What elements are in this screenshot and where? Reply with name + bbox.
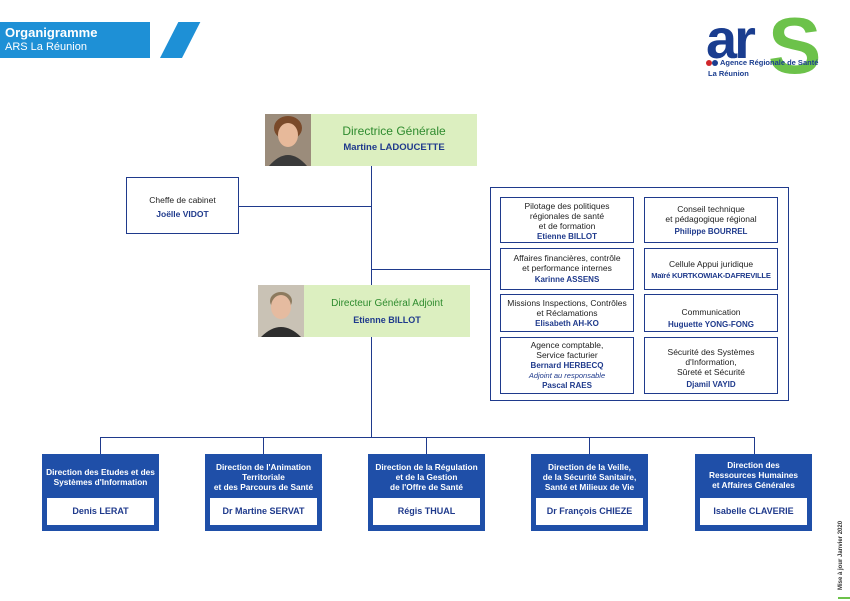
connector-direction-3 xyxy=(426,437,427,454)
cabinet-title: Cheffe de cabinet xyxy=(149,195,216,205)
service-affaires-financieres-name: Karinne ASSENS xyxy=(534,275,600,284)
service-inspections: Missions Inspections, Contrôles et Récla… xyxy=(500,294,634,332)
header-banner xyxy=(0,22,150,58)
direction-ressources-humaines-line3: et Affaires Générales xyxy=(712,480,795,490)
update-note: Mise à jour Janvier 2020 xyxy=(838,520,844,590)
connector-direction-4 xyxy=(589,437,590,454)
direction-ressources-humaines-line2: Ressources Humaines xyxy=(708,470,798,480)
director-general-photo xyxy=(265,114,311,166)
director-general-title: Directrice Générale xyxy=(342,124,446,138)
cabinet-box: Cheffe de cabinet Joëlle VIDOT xyxy=(126,177,239,234)
logo-dot-red xyxy=(706,60,712,66)
deputy-box: Directeur Général Adjoint Etienne BILLOT xyxy=(304,285,470,337)
service-securite-si-name: Djamil VAYID xyxy=(686,380,736,389)
direction-etudes-si-line2: Systèmes d'Information xyxy=(53,477,148,487)
logo-text-line2: La Réunion xyxy=(708,69,749,78)
service-communication-line1: Communication xyxy=(681,307,741,317)
service-inspections-line1: Missions Inspections, Contrôles xyxy=(507,298,627,308)
direction-animation-territoriale-line3: et des Parcours de Santé xyxy=(213,482,314,492)
direction-animation-territoriale-line2: Territoriale xyxy=(242,472,285,482)
logo-wordmark-s: S xyxy=(768,1,822,90)
direction-regulation-offre-name: Régis THUAL xyxy=(373,498,480,525)
service-appui-juridique-line1: Cellule Appui juridique xyxy=(668,259,754,269)
director-general-box: Directrice Générale Martine LADOUCETTE xyxy=(311,114,477,166)
director-general-name: Martine LADOUCETTE xyxy=(343,142,445,153)
cabinet-name: Joëlle VIDOT xyxy=(156,209,209,219)
connector-direction-1 xyxy=(100,437,101,454)
ars-logo: ar S Agence Régionale de Santé La Réunio… xyxy=(700,0,840,90)
service-pilotage-line1: Pilotage des politiques xyxy=(524,201,610,211)
service-securite-si: Sécurité des Systèmes d'Information, Sûr… xyxy=(644,337,778,394)
service-agence-comptable-line2: Service facturier xyxy=(536,350,598,360)
connector-dg-vertical xyxy=(371,166,372,287)
direction-regulation-offre-line2: et de la Gestion xyxy=(395,472,458,482)
direction-ressources-humaines: Direction des Ressources Humaines et Aff… xyxy=(695,454,812,531)
service-conseil-technique-line1: Conseil technique xyxy=(677,204,745,214)
header-banner-stripe xyxy=(160,22,201,58)
direction-regulation-offre-line3: de l'Offre de Santé xyxy=(390,482,463,492)
direction-veille-securite-line2: de la Sécurité Sanitaire, xyxy=(542,472,637,482)
service-pilotage: Pilotage des politiques régionales de sa… xyxy=(500,197,634,243)
direction-ressources-humaines-line1: Direction des xyxy=(727,460,780,470)
logo-wordmark-ar: ar xyxy=(706,7,756,70)
direction-veille-securite-name: Dr François CHIEZE xyxy=(536,498,643,525)
direction-animation-territoriale-name: Dr Martine SERVAT xyxy=(210,498,317,525)
connector-deputy-vertical xyxy=(371,337,372,438)
service-pilotage-line2: régionales de santé xyxy=(529,211,605,221)
service-securite-si-line2: d'Information, xyxy=(685,357,737,367)
service-affaires-financieres: Affaires financières, contrôle et perfor… xyxy=(500,248,634,290)
service-securite-si-line3: Sûreté et Sécurité xyxy=(676,367,746,377)
connector-services xyxy=(372,269,491,270)
service-inspections-line2: et Réclamations xyxy=(536,308,598,318)
connector-directions-horizontal xyxy=(100,437,755,438)
service-appui-juridique: Cellule Appui juridique Maïré KURTKOWIAK… xyxy=(644,248,778,290)
footer-accent xyxy=(838,597,850,599)
connector-direction-2 xyxy=(263,437,264,454)
service-conseil-technique-name: Philippe BOURREL xyxy=(674,227,748,236)
direction-regulation-offre: Direction de la Régulation et de la Gest… xyxy=(368,454,485,531)
service-agence-comptable-name: Bernard HERBECQ xyxy=(530,361,604,370)
connector-cabinet xyxy=(238,206,372,207)
direction-etudes-si-line1: Direction des Etudes et des xyxy=(46,467,155,477)
service-securite-si-line1: Sécurité des Systèmes xyxy=(667,347,755,357)
direction-veille-securite: Direction de la Veille, de la Sécurité S… xyxy=(531,454,648,531)
page-title: Organigramme xyxy=(5,25,98,40)
direction-ressources-humaines-name: Isabelle CLAVERIE xyxy=(700,498,807,525)
service-conseil-technique-line2: et pédagogique régional xyxy=(665,214,757,224)
direction-animation-territoriale: Direction de l'Animation Territoriale et… xyxy=(205,454,322,531)
direction-animation-territoriale-line1: Direction de l'Animation xyxy=(215,462,312,472)
logo-text-line1: Agence Régionale de Santé xyxy=(720,58,819,67)
direction-veille-securite-line1: Direction de la Veille, xyxy=(547,462,631,472)
service-agence-comptable-name2: Pascal RAES xyxy=(542,381,592,390)
logo-dot-blue xyxy=(712,60,718,66)
service-affaires-financieres-line2: et performance internes xyxy=(522,263,612,273)
service-pilotage-line3: et de formation xyxy=(538,221,596,231)
direction-regulation-offre-line1: Direction de la Régulation xyxy=(375,462,478,472)
service-appui-juridique-name: Maïré KURTKOWIAK-DAFREVILLE xyxy=(651,271,771,280)
service-affaires-financieres-line1: Affaires financières, contrôle xyxy=(513,253,621,263)
direction-etudes-si: Direction des Etudes et des Systèmes d'I… xyxy=(42,454,159,531)
service-conseil-technique: Conseil technique et pédagogique régiona… xyxy=(644,197,778,243)
deputy-name: Etienne BILLOT xyxy=(353,315,421,325)
deputy-title: Directeur Général Adjoint xyxy=(331,298,443,309)
service-agence-comptable-extra: Adjoint au responsable xyxy=(528,371,606,380)
page-subtitle: ARS La Réunion xyxy=(5,41,87,53)
direction-etudes-si-name: Denis LERAT xyxy=(47,498,154,525)
service-agence-comptable: Agence comptable, Service facturier Bern… xyxy=(500,337,634,394)
connector-direction-5 xyxy=(754,437,755,454)
service-pilotage-name: Etienne BILLOT xyxy=(537,232,597,241)
direction-veille-securite-line3: Santé et Milieux de Vie xyxy=(544,482,635,492)
service-communication: Communication Huguette YONG-FONG xyxy=(644,294,778,332)
service-inspections-name: Elisabeth AH-KO xyxy=(535,319,599,328)
service-agence-comptable-line1: Agence comptable, xyxy=(530,340,604,350)
deputy-photo xyxy=(258,285,304,337)
service-communication-name: Huguette YONG-FONG xyxy=(667,320,755,329)
